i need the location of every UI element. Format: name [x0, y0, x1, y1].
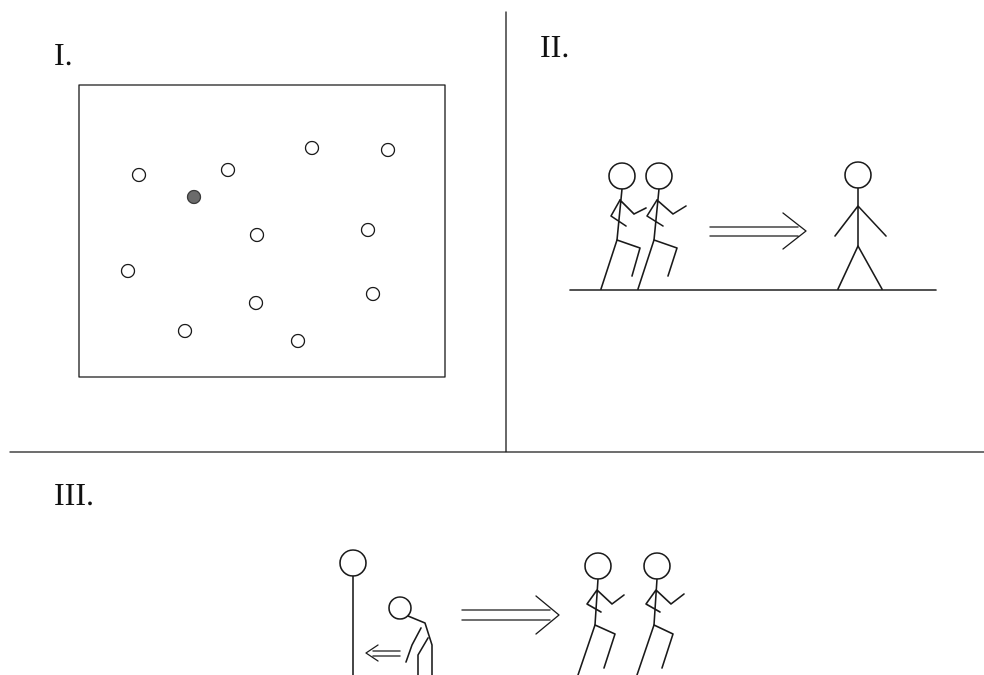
dot: [306, 142, 319, 155]
dot: [179, 325, 192, 338]
double-arrow-right: [710, 213, 806, 249]
standing-figure: [835, 162, 886, 289]
running-figure: [637, 553, 684, 675]
running-figure: [601, 163, 646, 289]
double-arrow-right: [462, 596, 559, 634]
running-figure: [578, 553, 624, 675]
dot: [122, 265, 135, 278]
dot: [367, 288, 380, 301]
dot: [222, 164, 235, 177]
panel-2-scene: [570, 162, 936, 290]
highlighted-dot: [188, 191, 201, 204]
dot: [133, 169, 146, 182]
dot: [362, 224, 375, 237]
bending-figure: [389, 597, 432, 675]
dot: [251, 229, 264, 242]
tall-standing-figure: [340, 550, 366, 675]
running-figure: [638, 163, 686, 289]
dot: [292, 335, 305, 348]
small-arrow-left: [366, 645, 400, 661]
panel-3-scene: [340, 550, 684, 675]
dot: [250, 297, 263, 310]
dot: [382, 144, 395, 157]
panel-1-dot-field: [79, 85, 445, 377]
